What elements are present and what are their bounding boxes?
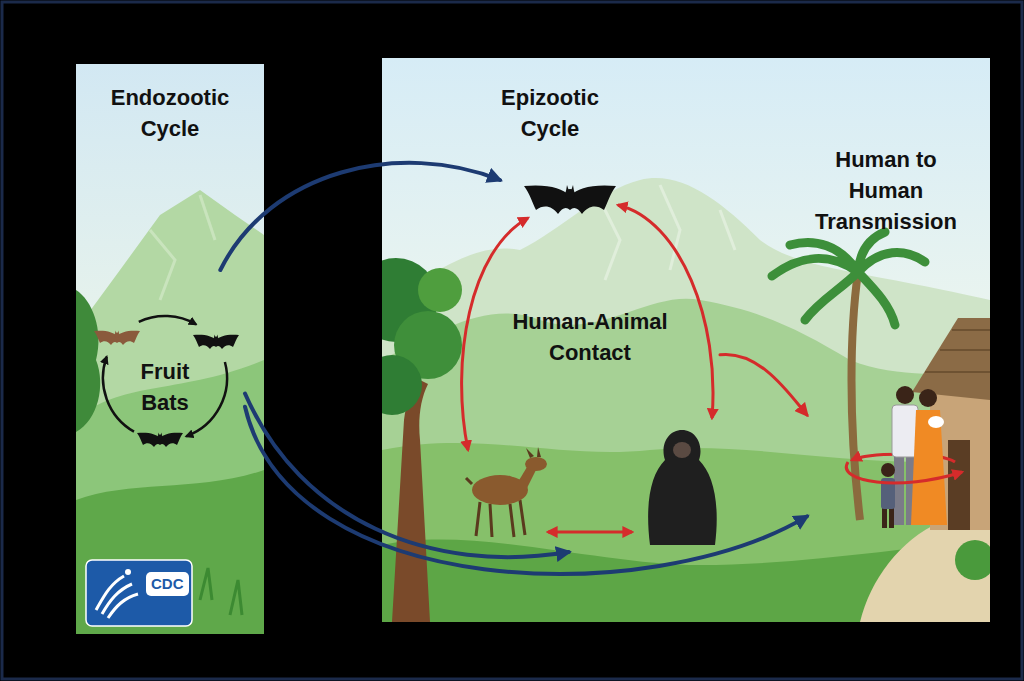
right-panel-art <box>382 58 990 622</box>
transmission-arrow <box>245 407 807 574</box>
text-holder: Human-Animal Contact <box>500 306 680 368</box>
human-group: Human to Human Transmission <box>807 142 965 532</box>
chimpanzee-figure <box>648 430 717 545</box>
scene-panel: Endozootic CycleFruit Bats <box>76 64 264 634</box>
logo-text: CDC <box>146 572 189 596</box>
cycle-region: Human-Animal Contact <box>445 180 720 552</box>
text-holder: Human to Human Transmission <box>811 144 961 237</box>
transmission-arrow <box>245 394 569 558</box>
node-heading: Human to Human Transmission <box>811 144 961 237</box>
node-heading: Fruit Bats <box>130 356 200 418</box>
duiker-figure <box>466 447 547 537</box>
label-holder: CDC <box>146 572 189 596</box>
node-heading: Epizootic Cycle <box>490 82 610 144</box>
transmission-arrow <box>720 354 807 415</box>
left-panel-art <box>76 64 264 634</box>
family-figures <box>881 386 947 528</box>
bat-cycle: Fruit Bats <box>108 270 245 460</box>
text-holder: Endozootic Cycle <box>105 82 235 144</box>
node-heading: Endozootic Cycle <box>105 82 235 144</box>
text-holder: Epizootic Cycle <box>490 82 610 144</box>
node-heading: Human-Animal Contact <box>500 306 680 368</box>
scene-panel: Epizootic CycleHuman-Animal Contact Human… <box>382 58 990 622</box>
transmission-arrow <box>220 163 500 270</box>
text-holder: Fruit Bats <box>130 356 200 418</box>
